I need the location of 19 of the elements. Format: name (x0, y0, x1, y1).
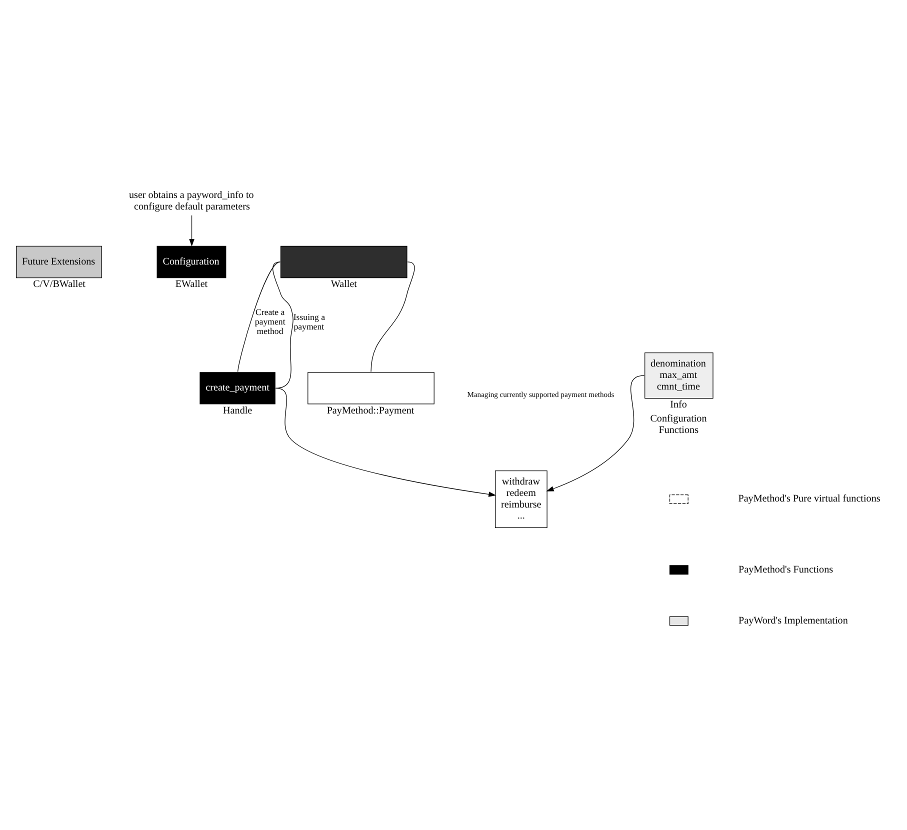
edge-label: Issuing a payment (293, 312, 326, 332)
edge-label: Create a payment method (254, 307, 286, 336)
connector (272, 262, 294, 388)
legend-label: PayMethod's Pure virtual functions (738, 494, 880, 505)
legend-label: PayWord's Implementation (738, 615, 848, 626)
node-label: Handle (223, 405, 252, 416)
node-label: PayMethod::Payment (326, 405, 414, 416)
connector (370, 262, 415, 372)
connector (238, 262, 280, 372)
arrow (189, 215, 194, 247)
node-label: Info (670, 400, 687, 411)
arrow (546, 375, 645, 492)
node-label: Configuration Functions (650, 414, 707, 436)
node-label: C/V/BWallet (33, 279, 86, 290)
arrow (275, 388, 496, 497)
node-text: user obtains a payword_info to configure default parameters (129, 190, 254, 212)
node-label: EWallet (175, 279, 208, 290)
legend-label: PayMethod's Functions (738, 564, 834, 576)
node-label: Wallet (330, 279, 357, 290)
